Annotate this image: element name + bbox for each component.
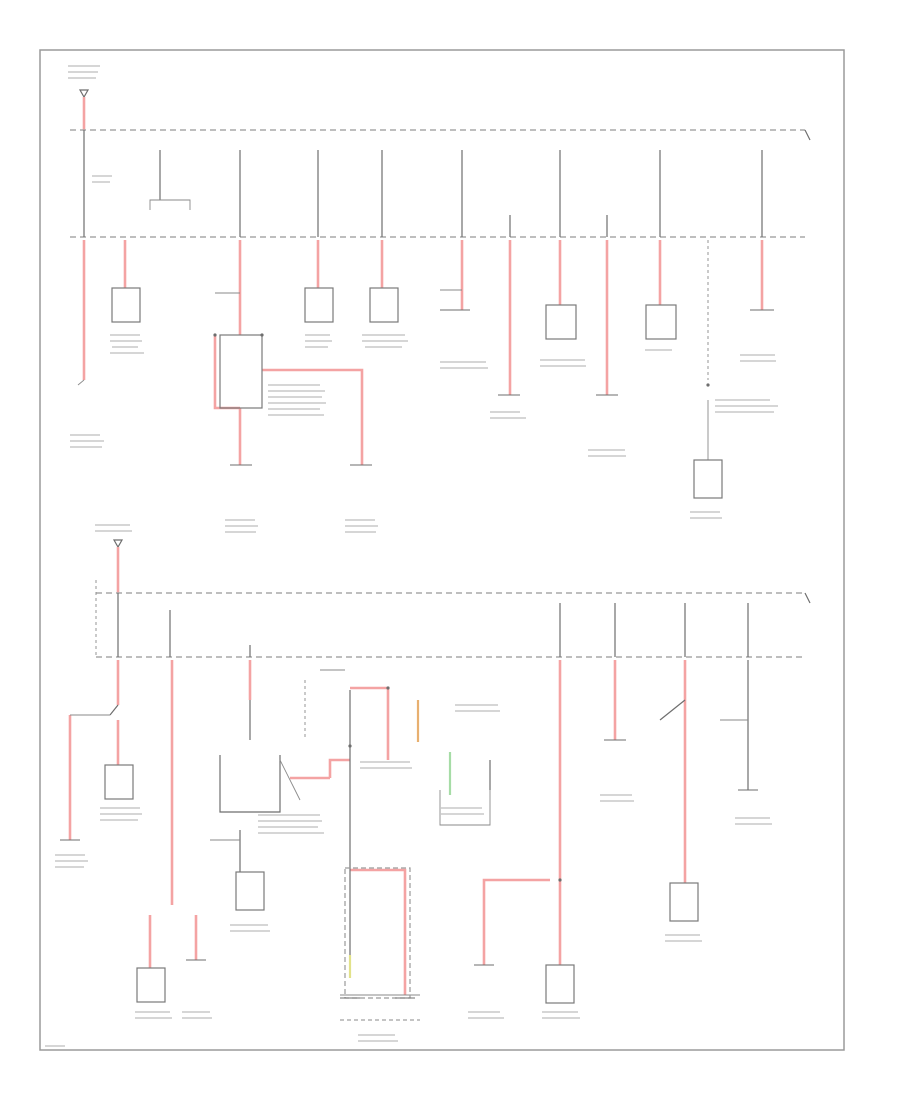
top-components [111, 287, 723, 499]
top-power-section [70, 89, 811, 499]
bottom-fuse-drops [117, 593, 749, 657]
component-box [645, 304, 677, 340]
bottom-source-arrow [112, 539, 124, 549]
faint-label-marks [45, 65, 778, 1047]
diagram-frame [39, 49, 845, 1051]
top-thin-leads [77, 240, 709, 460]
bottom-grounds [60, 739, 758, 999]
relay-box [219, 334, 263, 409]
top-red-wires [82, 240, 764, 465]
component-box [545, 304, 577, 340]
bottom-colored-wires [348, 700, 452, 978]
component-box [369, 287, 399, 323]
component-box [693, 459, 723, 499]
bottom-power-section [60, 539, 811, 1021]
component-box [111, 287, 141, 323]
top-bus-continuation [804, 129, 811, 141]
bottom-components [104, 686, 699, 1004]
component-box [545, 964, 575, 1004]
top-source-arrow [78, 89, 90, 99]
bottom-red-wires [68, 660, 687, 995]
component-box [136, 967, 166, 1003]
top-grounds [230, 309, 774, 466]
component-box [304, 287, 334, 323]
component-box [235, 871, 265, 911]
top-fuse-drops [83, 130, 763, 237]
bottom-bus-continuation [804, 592, 811, 604]
component-box [669, 882, 699, 922]
component-box [104, 764, 134, 800]
module-box [344, 867, 411, 999]
